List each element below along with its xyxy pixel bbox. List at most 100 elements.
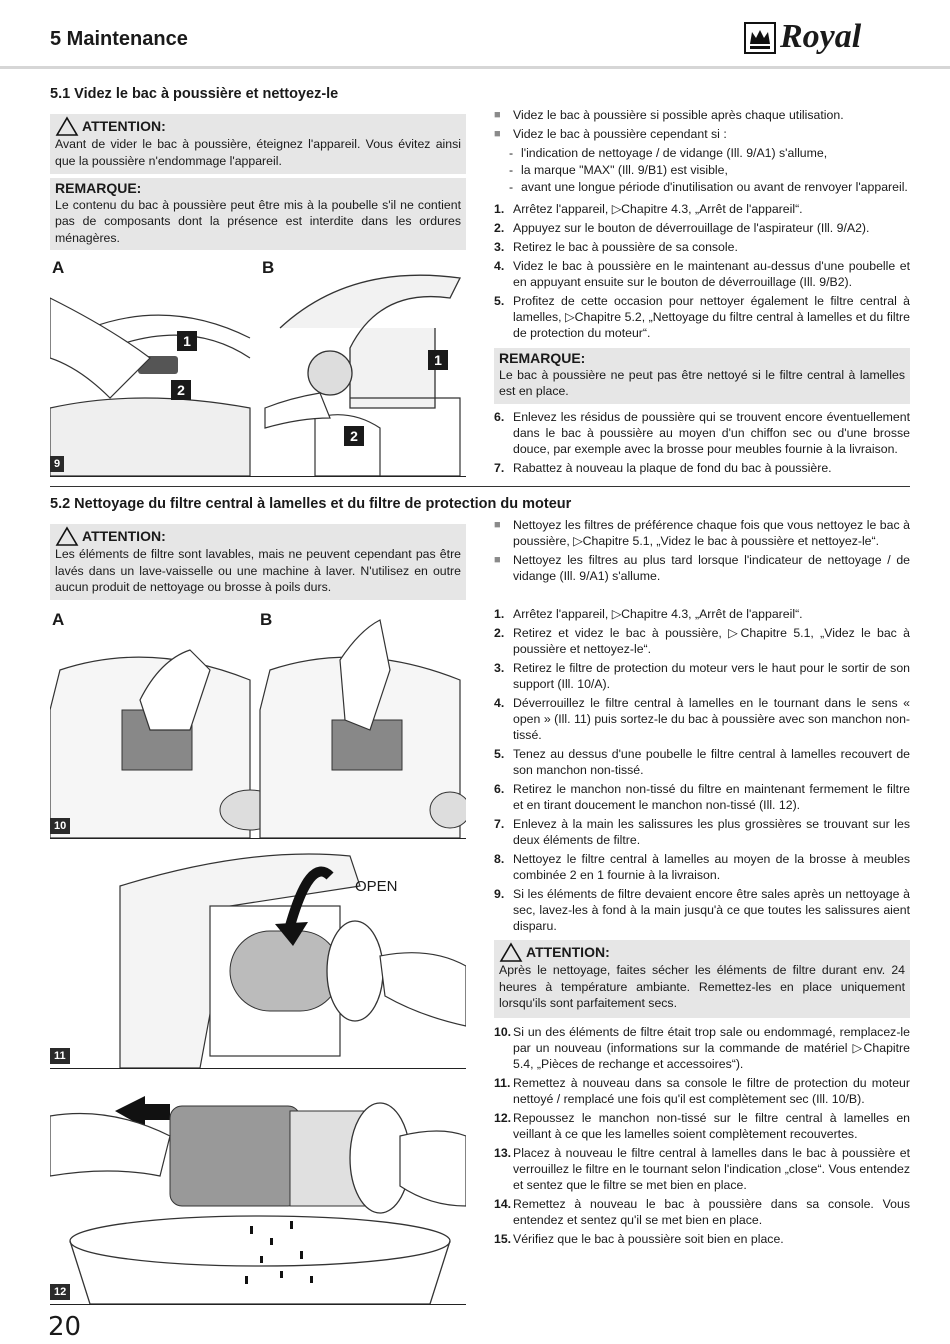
bullet-icon: ■ [494,519,501,531]
callout-a1: 1 [177,331,197,351]
step-text: Remettez à nouveau le bac à poussière da… [513,1197,910,1227]
step-text: Nettoyez le filtre central à lamelles au… [513,852,910,882]
step-text: Si un des éléments de filtre était trop … [513,1025,910,1071]
callout-a2: 2 [171,380,191,400]
step-number: 15. [494,1232,512,1246]
vacuum-illustration [50,274,461,476]
step-number: 7. [494,817,505,831]
attention-text: Avant de vider le bac à poussière, éteig… [55,137,461,168]
bullet-text: Videz le bac à poussière si possible apr… [513,108,844,122]
section-5-2-steps: 1.Arrêtez l'appareil, ▷Chapitre 4.3, „Ar… [494,606,910,937]
figure-10: A B 10 [50,610,466,839]
figure-label-a: A [52,610,65,629]
remark-text: Le contenu du bac à poussière peut être … [55,197,461,245]
step-number: 4. [494,259,505,273]
step-text: Déverrouillez le filtre central à lamell… [513,696,910,742]
step-text: Vérifiez que le bac à poussière soit bie… [513,1232,784,1246]
step-number: 10. [494,1025,512,1039]
bullet-icon: ■ [494,128,501,140]
step-number: 6. [494,410,505,424]
attention-box: ATTENTION: Les éléments de filtre sont l… [50,524,466,600]
callout-b1: 1 [428,350,448,370]
remark-title: REMARQUE: [55,180,142,196]
figure-9: A B 1 2 1 2 9 [50,258,466,477]
warning-icon [55,116,79,136]
open-label: OPEN [355,878,398,895]
crown-icon [744,22,776,54]
figure-number: 12 [50,1284,71,1300]
section-5-2-steps-2: 10.Si un des éléments de filtre était tr… [494,1024,910,1250]
step-number: 14. [494,1197,512,1211]
step-text: Rabattez à nouveau la plaque de fond du … [513,461,832,475]
motor-filter-illustration [50,619,466,838]
attention-title: ATTENTION: [82,117,166,134]
attention-box: ATTENTION: Après le nettoyage, faites sé… [494,940,910,1018]
section-title-5-2: 5.2 Nettoyage du filtre central à lamell… [50,496,572,512]
step-text: Retirez le filtre de protection du moteu… [513,661,910,691]
step-number: 5. [494,294,505,308]
step-number: 12. [494,1111,512,1125]
figure-number: 11 [50,1048,70,1064]
figure-number: 9 [50,456,65,472]
attention-text: Les éléments de filtre sont lavables, ma… [55,547,461,594]
remark-box: REMARQUE: Le contenu du bac à poussière … [50,178,466,250]
step-number: 6. [494,782,505,796]
figure-number: 10 [50,818,71,834]
brand-logo: Royal [744,18,912,58]
step-number: 13. [494,1146,512,1160]
step-text: Remettez à nouveau dans sa console le fi… [513,1076,910,1106]
step-number: 2. [494,221,505,235]
step-text: Retirez le manchon non-tissé du filtre e… [513,782,910,812]
step-number: 3. [494,661,505,675]
step-text: Enlevez les résidus de poussière qui se … [513,410,910,456]
section-divider [50,486,910,487]
sub-item: l'indication de nettoyage / de vidange (… [521,146,828,160]
step-number: 5. [494,747,505,761]
step-text: Tenez au dessus d'une poubelle le filtre… [513,747,910,777]
bullet-text: Nettoyez les filtres au plus tard lorsqu… [513,553,910,583]
brand-name: Royal [780,18,862,55]
sub-item: la marque "MAX" (Ill. 9/B1) est visible, [521,163,728,177]
section-5-1-list: ■ Videz le bac à poussière si possible ap… [494,108,910,340]
remark-box: REMARQUE: Le bac à poussière ne peut pas… [494,348,910,404]
header-rule [0,66,950,69]
step-text: Retirez et videz le bac à poussière, ▷Ch… [513,626,910,656]
step-number: 1. [494,607,505,621]
section-title-5-1: 5.1 Videz le bac à poussière et nettoyez… [50,86,339,102]
page-number: 20 [48,1312,82,1342]
page-title: 5 Maintenance [50,28,188,50]
remark-text: Le bac à poussière ne peut pas être nett… [499,367,905,399]
step-text: Retirez le bac à poussière de sa console… [513,240,738,254]
attention-box: ATTENTION: Avant de vider le bac à pouss… [50,114,466,174]
bullet-text: Videz le bac à poussière cependant si : [513,127,727,141]
figure-label-b: B [262,258,275,277]
step-text: Repoussez le manchon non-tissé sur le fi… [513,1111,910,1141]
step-number: 7. [494,461,505,475]
section-5-2-bullets: ■ Nettoyez les filtres de préférence chaq… [494,517,910,587]
callout-b2: 2 [344,426,364,446]
figure-label-a: A [52,258,65,277]
section-5-1-list-2: 6. Enlevez les résidus de poussière qui s… [494,409,910,479]
step-text: Arrêtez l'appareil, ▷Chapitre 4.3, „Arrê… [513,202,803,216]
step-text: Appuyez sur le bouton de déverrouillage … [513,221,870,235]
step-number: 4. [494,696,505,710]
step-number: 1. [494,202,505,216]
figure-11: OPEN 11 [50,846,466,1069]
sub-item: avant une longue période d'inutilisation… [521,180,908,194]
step-text: Placez à nouveau le filtre central à lam… [513,1146,910,1192]
warning-icon [55,526,79,546]
remark-title: REMARQUE: [499,350,586,366]
step-text: Si les éléments de filtre devaient encor… [513,887,910,933]
figure-label-b: B [260,610,273,629]
step-number: 3. [494,240,505,254]
step-number: 2. [494,626,505,640]
step-text: Videz le bac à poussière en le maintenan… [513,259,910,289]
attention-title: ATTENTION: [526,943,610,960]
bullet-icon: ■ [494,554,501,566]
bullet-icon: ■ [494,109,501,121]
bullet-text: Nettoyez les filtres de préférence chaqu… [513,518,910,548]
sleeve-removal-illustration [50,1096,466,1304]
attention-title: ATTENTION: [82,527,166,544]
step-text: Enlevez à la main les salissures les plu… [513,817,910,847]
step-number: 8. [494,852,505,866]
